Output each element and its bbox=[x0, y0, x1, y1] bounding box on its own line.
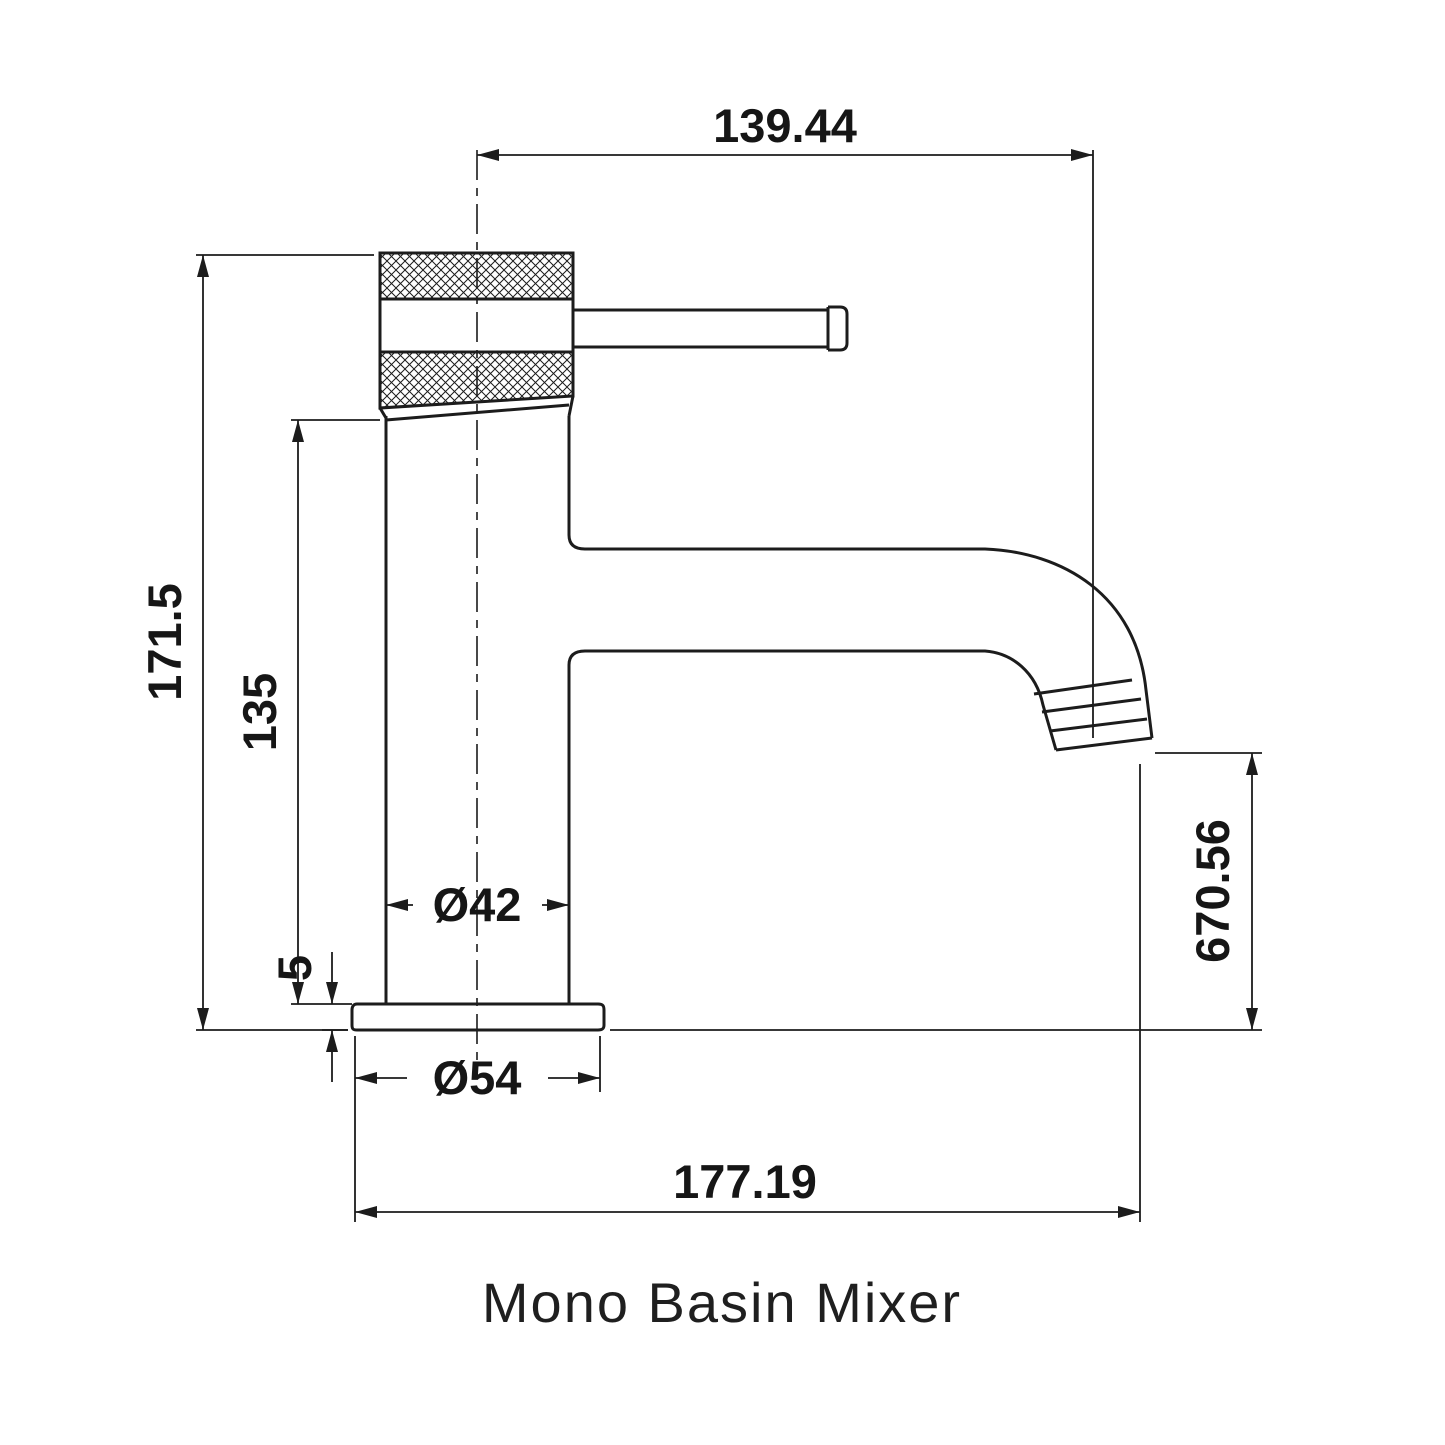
aerator-line-2 bbox=[1041, 697, 1142, 714]
dim-outlet-height-label: 670.56 bbox=[1186, 819, 1239, 963]
spout-mouth-face bbox=[1055, 736, 1153, 752]
drawing-title: Mono Basin Mixer bbox=[482, 1271, 962, 1334]
dim-outlet-height: 670.56 bbox=[610, 752, 1262, 1031]
arrowhead-bottom bbox=[197, 1008, 209, 1030]
arrowhead-top bbox=[292, 420, 304, 442]
lever-end-cap bbox=[828, 305, 849, 352]
dim-spout-reach-label: 139.44 bbox=[713, 99, 857, 152]
arrowhead-down bbox=[326, 982, 338, 1004]
faucet-drawing bbox=[350, 150, 1154, 1062]
dim-body-diameter: Ø42 bbox=[386, 878, 569, 931]
dim-body-height-label: 135 bbox=[233, 673, 286, 751]
arrowhead-top bbox=[197, 255, 209, 277]
dim-overall-depth-label: 177.19 bbox=[673, 1155, 817, 1208]
arrowhead-left bbox=[355, 1072, 377, 1084]
arrowhead-right bbox=[1118, 1206, 1140, 1218]
arrowhead-up bbox=[326, 1030, 338, 1052]
dim-overall-depth: 177.19 bbox=[355, 764, 1141, 1222]
arrowhead-bottom bbox=[1246, 1008, 1258, 1030]
arrowhead-left bbox=[386, 899, 408, 911]
dim-base-thickness-label: 5 bbox=[268, 955, 321, 981]
arrowhead-bottom bbox=[292, 982, 304, 1004]
cap-shoulder-line bbox=[385, 403, 570, 422]
dim-base-thickness: 5 bbox=[268, 952, 348, 1082]
arrowhead-top bbox=[1246, 753, 1258, 775]
dim-body-height: 135 bbox=[233, 419, 380, 1005]
faucet-body bbox=[384, 416, 571, 1004]
aerator-rim-line bbox=[1049, 717, 1148, 733]
arrowhead-right bbox=[578, 1072, 600, 1084]
dim-overall-height: 171.5 bbox=[138, 254, 374, 1031]
dim-spout-reach: 139.44 bbox=[477, 99, 1094, 738]
handle-lever bbox=[573, 305, 849, 352]
cap-transition-right bbox=[567, 395, 575, 417]
arrowhead-left bbox=[477, 149, 499, 161]
knurl-band-bottom bbox=[378, 350, 575, 410]
arrowhead-left bbox=[355, 1206, 377, 1218]
dim-base-diameter: Ø54 bbox=[354, 1036, 601, 1222]
base-flange bbox=[350, 1002, 606, 1032]
dim-base-diameter-label: Ø54 bbox=[433, 1051, 522, 1104]
dim-body-diameter-label: Ø42 bbox=[433, 878, 522, 931]
knurl-band-top bbox=[378, 251, 575, 301]
arrowhead-right bbox=[547, 899, 569, 911]
spout-outer-edge bbox=[567, 534, 1154, 739]
spout-inner-edge bbox=[567, 649, 1058, 751]
arrowhead-right bbox=[1071, 149, 1093, 161]
spout bbox=[567, 534, 1154, 752]
dim-overall-height-label: 171.5 bbox=[138, 583, 191, 701]
aerator-line-1 bbox=[1033, 678, 1133, 696]
